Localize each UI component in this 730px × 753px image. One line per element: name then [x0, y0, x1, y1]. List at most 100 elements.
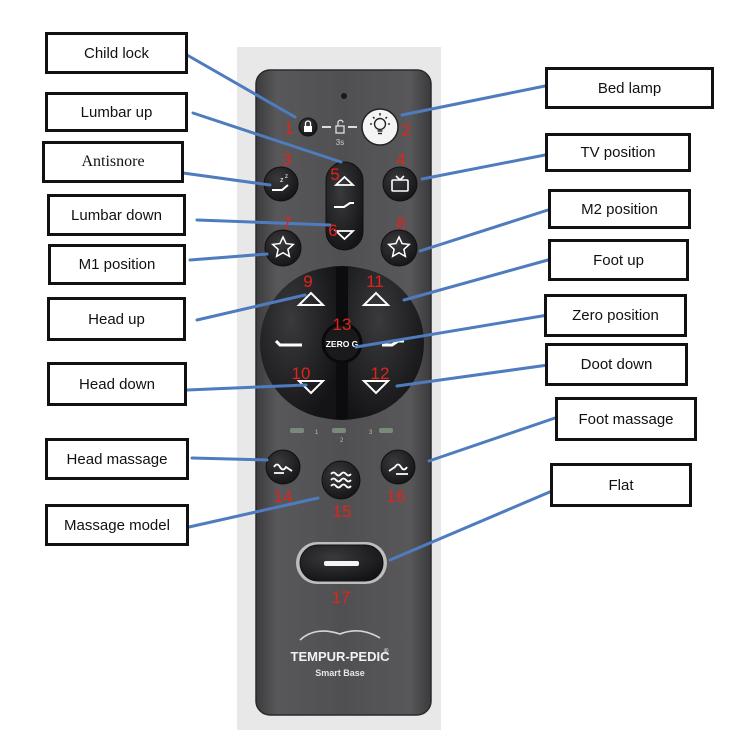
- led-indicator-3: [379, 428, 393, 433]
- connector-zero-position: [354, 313, 550, 349]
- number-15: 15: [333, 502, 352, 521]
- label-head-massage: Head massage: [45, 438, 189, 480]
- foot-massage-button[interactable]: [380, 449, 416, 485]
- antisnore-icon: z z: [272, 174, 289, 191]
- down-arrow-icon: [361, 380, 391, 395]
- lumbar-icon: [334, 202, 354, 208]
- connector-lines: [181, 53, 557, 562]
- led-indicator-2: [332, 428, 346, 433]
- connector-tv-position: [420, 153, 547, 181]
- number-14: 14: [274, 487, 293, 506]
- head-up-button[interactable]: [296, 291, 326, 306]
- number-5: 5: [330, 165, 339, 184]
- label-head-up: Head up: [47, 297, 186, 341]
- connector-lumbar-up: [191, 111, 343, 164]
- tempur-logo-mark: [299, 630, 381, 641]
- number-12: 12: [371, 364, 390, 383]
- number-16: 16: [387, 487, 406, 506]
- label-tv-position: TV position: [545, 133, 691, 172]
- zero-g-button[interactable]: ZERO G: [321, 322, 363, 364]
- antisnore-button[interactable]: z z: [263, 166, 299, 202]
- number-2: 2: [401, 121, 410, 140]
- led-label-2: 2: [340, 438, 344, 444]
- label-doot-down: Doot down: [545, 343, 688, 386]
- lumbar-down-button[interactable]: [333, 230, 356, 241]
- indicator-led: [341, 93, 347, 99]
- svg-text:z: z: [285, 174, 288, 180]
- connector-head-up: [195, 293, 307, 322]
- number-3: 3: [282, 150, 291, 169]
- foot-up-button[interactable]: [361, 291, 391, 306]
- m1-position-button[interactable]: [264, 229, 302, 267]
- connector-child-lock: [185, 53, 297, 119]
- label-flat: Flat: [550, 463, 692, 507]
- connector-head-down: [185, 383, 308, 392]
- lumbar-up-button[interactable]: [333, 175, 356, 186]
- head-massage-button[interactable]: [265, 449, 301, 485]
- number-10: 10: [292, 364, 311, 383]
- number-7: 7: [282, 214, 291, 233]
- head-down-button[interactable]: [296, 380, 326, 395]
- connector-m1-position: [188, 252, 269, 262]
- model-name: Smart Base: [315, 668, 365, 678]
- head-icon: [274, 339, 302, 347]
- lumbar-rocker: [325, 161, 364, 251]
- foot-massage-icon: [388, 463, 408, 475]
- tv-icon: [391, 175, 409, 192]
- down-arrow-icon: [296, 380, 326, 395]
- number-17: 17: [332, 588, 351, 607]
- number-4: 4: [396, 150, 405, 169]
- label-lumbar-up: Lumbar up: [45, 92, 188, 132]
- led-label-3: 3: [369, 430, 373, 436]
- lock-icon: [304, 120, 312, 132]
- label-massage-model: Massage model: [45, 504, 189, 546]
- led-indicator-1: [290, 428, 304, 433]
- svg-text:z: z: [280, 177, 284, 184]
- connector-antisnore: [181, 171, 272, 187]
- bed-lamp-button[interactable]: [361, 108, 399, 146]
- connector-foot-massage: [427, 416, 557, 463]
- up-arrow-icon: [333, 175, 356, 186]
- connector-head-massage: [190, 456, 269, 462]
- label-m2-position: M2 position: [548, 189, 691, 229]
- foot-down-button[interactable]: [361, 380, 391, 395]
- star-icon: [270, 235, 296, 258]
- label-head-down: Head down: [47, 362, 187, 406]
- child-lock-button[interactable]: [298, 117, 318, 137]
- connector-lumbar-down: [195, 218, 332, 227]
- number-8: 8: [396, 214, 405, 233]
- label-foot-up: Foot up: [548, 239, 689, 281]
- up-arrow-icon: [296, 291, 326, 306]
- tv-position-button[interactable]: [382, 166, 418, 202]
- number-9: 9: [303, 272, 312, 291]
- connector-foot-up: [402, 258, 550, 302]
- star-icon: [386, 235, 412, 258]
- unlock-icon: [335, 119, 345, 134]
- label-m1-position: M1 position: [48, 244, 186, 285]
- connector-doot-down: [395, 363, 550, 388]
- label-foot-massage: Foot massage: [555, 397, 697, 441]
- massage-mode-button[interactable]: [321, 460, 361, 500]
- zero-g-label: ZERO G: [326, 339, 359, 349]
- lightbulb-icon: [370, 113, 390, 135]
- led-label-1: 1: [315, 430, 319, 436]
- label-lumbar-down: Lumbar down: [47, 194, 186, 236]
- label-child-lock: Child lock: [45, 32, 188, 74]
- position-pad: ZERO G: [260, 266, 424, 420]
- label-zero-position: Zero position: [544, 294, 687, 337]
- m2-position-button[interactable]: [380, 229, 418, 267]
- waves-icon: [330, 471, 352, 489]
- number-11: 11: [366, 272, 384, 291]
- connector-m2-position: [418, 208, 550, 253]
- flat-icon: [324, 561, 359, 566]
- number-1: 1: [284, 119, 293, 138]
- head-massage-icon: [273, 463, 293, 474]
- brand-name: TEMPUR-PEDIC: [291, 649, 391, 664]
- flat-button[interactable]: [296, 542, 387, 584]
- connector-bed-lamp: [400, 84, 547, 117]
- down-arrow-icon: [333, 230, 356, 241]
- hold-time-label: 3s: [336, 138, 344, 147]
- number-13: 13: [333, 315, 352, 334]
